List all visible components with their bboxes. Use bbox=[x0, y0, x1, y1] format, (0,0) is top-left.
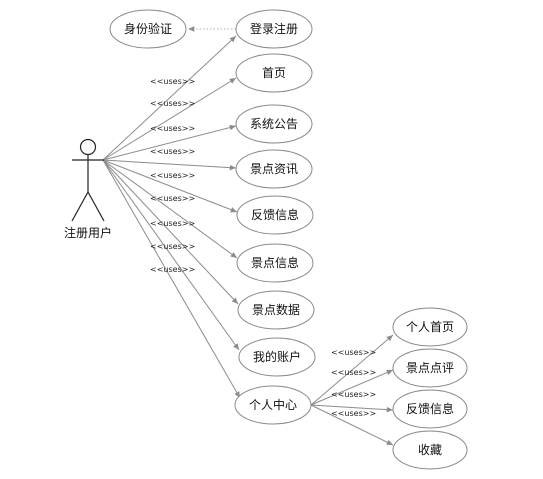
actor-registered-user: 注册用户 bbox=[64, 138, 112, 240]
use-case-label: 收藏 bbox=[418, 443, 442, 457]
actor-head bbox=[79, 138, 97, 156]
association-lines bbox=[102, 35, 241, 399]
use-case-label: 登录注册 bbox=[250, 21, 298, 36]
use-case-label: 反馈信息 bbox=[406, 401, 454, 416]
stereotype-label: <<uses>> bbox=[331, 409, 376, 418]
assoc-news bbox=[102, 159, 237, 171]
use-case-spot-review[interactable]: 景点点评 bbox=[392, 348, 468, 388]
use-case-label: 个人首页 bbox=[406, 320, 454, 334]
center-association-lines bbox=[310, 334, 394, 446]
stereotype-label: <<uses>> bbox=[150, 265, 195, 274]
assoc-home bbox=[102, 77, 237, 161]
use-case-label: 首页 bbox=[262, 66, 286, 80]
use-case-news[interactable]: 景点资讯 bbox=[235, 149, 313, 189]
use-case-label: 景点点评 bbox=[406, 361, 454, 375]
use-case-login[interactable]: 登录注册 bbox=[235, 9, 313, 49]
use-case-label: 个人中心 bbox=[249, 397, 297, 412]
assoc-personal-home bbox=[310, 334, 394, 406]
assoc-feedback2 bbox=[310, 404, 394, 413]
stereotype-label: <<uses>> bbox=[150, 77, 195, 86]
stereotype-label: <<uses>> bbox=[150, 194, 195, 203]
use-case-label: 景点信息 bbox=[251, 255, 299, 270]
use-case-auth[interactable]: 身份验证 bbox=[109, 9, 187, 49]
stereotype-label: <<uses>> bbox=[150, 99, 195, 108]
stereotype-label: <<uses>> bbox=[150, 219, 195, 228]
stereotype-label: <<uses>> bbox=[150, 242, 195, 251]
use-case-label: 景点资讯 bbox=[250, 162, 298, 176]
use-case-spot-data[interactable]: 景点数据 bbox=[237, 290, 315, 330]
assoc-account bbox=[102, 159, 240, 351]
actor-label: 注册用户 bbox=[64, 225, 112, 240]
actor-right-leg bbox=[87, 191, 105, 222]
assoc-spot-info bbox=[102, 159, 238, 259]
use-case-personal-home[interactable]: 个人首页 bbox=[392, 307, 468, 347]
use-case-label: 反馈信息 bbox=[251, 207, 299, 222]
use-case-label: 身份验证 bbox=[124, 21, 172, 36]
actor-left-leg bbox=[71, 191, 89, 222]
assoc-feedback bbox=[102, 159, 238, 213]
use-case-feedback[interactable]: 反馈信息 bbox=[236, 195, 314, 235]
use-case-label: 我的账户 bbox=[253, 349, 301, 364]
use-case-home[interactable]: 首页 bbox=[235, 53, 313, 93]
use-case-notice[interactable]: 系统公告 bbox=[235, 104, 313, 144]
assoc-notice bbox=[102, 124, 237, 161]
use-case-label: 系统公告 bbox=[250, 117, 298, 131]
assoc-spot-data bbox=[102, 159, 239, 305]
use-case-account[interactable]: 我的账户 bbox=[238, 337, 316, 377]
stereotype-labels: <<uses>> <<uses>> <<uses>> <<uses>> <<us… bbox=[150, 77, 376, 418]
assoc-spot-review bbox=[310, 369, 394, 406]
use-case-favorite[interactable]: 收藏 bbox=[392, 430, 468, 470]
use-case-label: 景点数据 bbox=[252, 302, 300, 317]
use-case-personal-center[interactable]: 个人中心 bbox=[234, 385, 312, 425]
stereotype-label: <<uses>> bbox=[150, 171, 195, 180]
use-case-spot-info[interactable]: 景点信息 bbox=[236, 243, 314, 283]
stereotype-label: <<uses>> bbox=[331, 348, 376, 357]
stereotype-label: <<uses>> bbox=[150, 147, 195, 156]
stereotype-label: <<uses>> bbox=[331, 390, 376, 399]
assoc-center bbox=[102, 159, 241, 399]
assoc-favorite bbox=[310, 404, 394, 446]
assoc-login bbox=[102, 35, 237, 161]
use-case-feedback-2[interactable]: 反馈信息 bbox=[392, 389, 468, 429]
stereotype-label: <<uses>> bbox=[331, 368, 376, 377]
stereotype-label: <<uses>> bbox=[150, 124, 195, 133]
